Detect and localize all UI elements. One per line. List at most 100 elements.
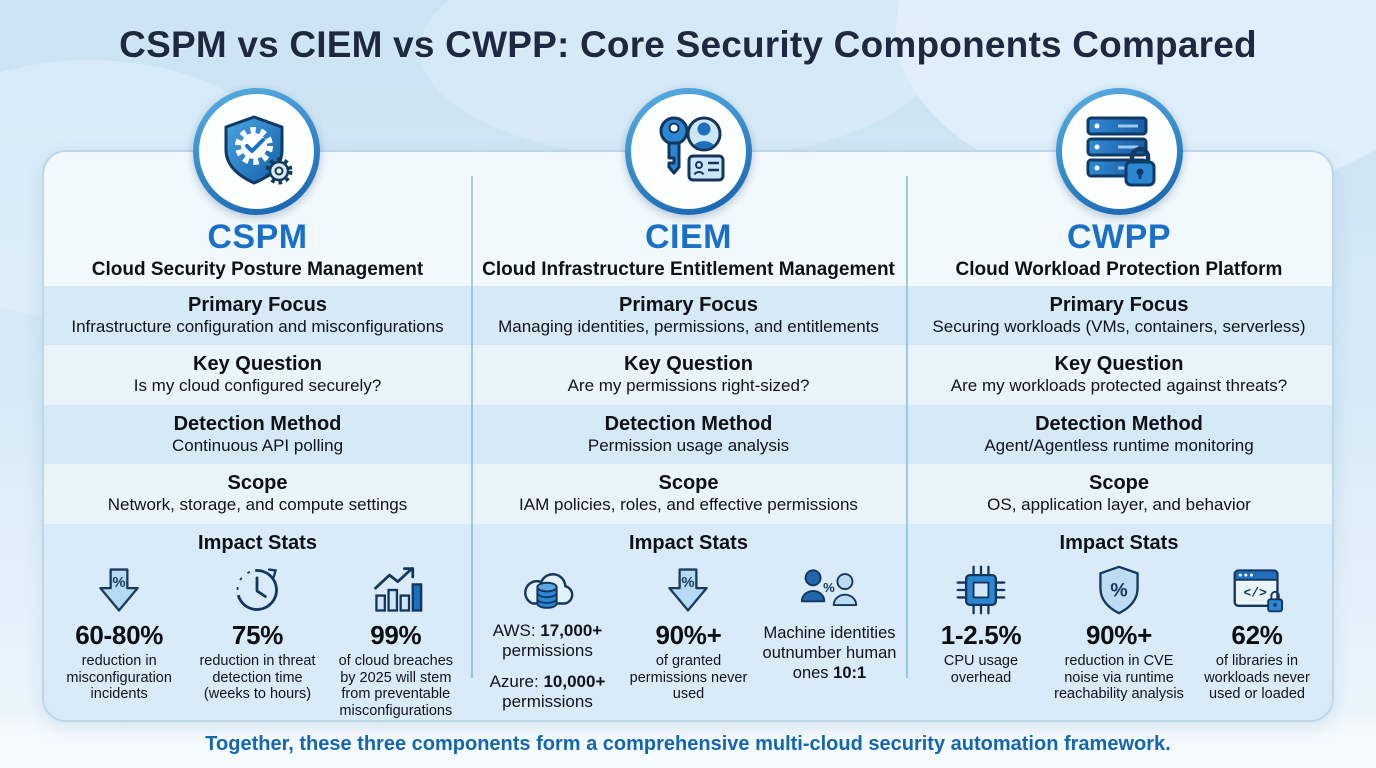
column-header-ciem: CIEM Cloud Infrastructure Entitlement Ma… xyxy=(471,152,906,286)
detection-method-ciem: Detection Method Permission usage analys… xyxy=(471,405,906,464)
cwpp-acronym: CWPP xyxy=(1067,218,1171,256)
permissions-unit: permissions xyxy=(502,691,593,711)
stat-caption: CPU usage overhead xyxy=(943,652,1019,686)
stats-row: AWS: 17,000+ permissions Azure: 10,000+ … xyxy=(471,555,906,713)
impact-stats-cspm: Impact Stats % 60-80% reduction in misco… xyxy=(44,524,471,720)
comparison-card: CSPM Cloud Security Posture Management C… xyxy=(42,150,1334,722)
row-value: Network, storage, and compute settings xyxy=(107,495,408,515)
row-value: IAM policies, roles, and effective permi… xyxy=(519,495,858,515)
impact-stats-ciem: Impact Stats AWS: 17,000+ permissions xyxy=(471,524,906,720)
permissions-number: 10,000+ xyxy=(543,671,606,691)
ciem-acronym: CIEM xyxy=(645,218,732,256)
row-value: Managing identities, permissions, and en… xyxy=(498,316,879,336)
cspm-full-name: Cloud Security Posture Management xyxy=(91,258,424,280)
cwpp-full-name: Cloud Workload Protection Platform xyxy=(955,258,1283,280)
row-value: Are my workloads protected against threa… xyxy=(950,376,1288,396)
stat-unused-libraries: </> 62% of libraries in workloads never … xyxy=(1189,561,1326,703)
stat-caption: reduction in CVE noise via runtime reach… xyxy=(1054,652,1184,703)
permissions-unit: permissions xyxy=(502,641,593,661)
svg-text:%: % xyxy=(682,575,695,591)
stat-machine-identities: % Machine identities outnumber human one… xyxy=(760,561,900,683)
shield-percent-icon: % xyxy=(1053,561,1186,619)
stat-cpu-overhead: 1-2.5% CPU usage overhead xyxy=(913,561,1050,687)
row-scope: Scope Network, storage, and compute sett… xyxy=(44,464,1332,524)
stat-value: 62% xyxy=(1231,619,1283,650)
arrow-down-percent-icon: % xyxy=(53,561,186,619)
row-label: Key Question xyxy=(624,353,753,376)
shield-gear-icon xyxy=(199,94,314,209)
caption-ratio: 10:1 xyxy=(833,664,867,683)
cspm-acronym: CSPM xyxy=(207,218,308,256)
svg-text:%: % xyxy=(1110,579,1127,601)
row-label: Primary Focus xyxy=(188,293,327,316)
code-window-lock-icon: </> xyxy=(1191,561,1324,619)
column-header-cspm: CSPM Cloud Security Posture Management xyxy=(44,152,471,286)
stat-threat-detection-time: 75% reduction in threat detection time (… xyxy=(189,561,326,703)
stat-caption: reduction in threat detection time (week… xyxy=(199,652,316,703)
key-question-ciem: Key Question Are my permissions right-si… xyxy=(471,345,906,404)
stat-cloud-breaches: 99% of cloud breaches by 2025 will stem … xyxy=(327,561,464,720)
svg-text:%: % xyxy=(113,575,126,591)
stat-value: 60-80% xyxy=(75,619,164,650)
cpu-chip-icon xyxy=(915,561,1048,619)
row-primary-focus: Primary Focus Infrastructure configurati… xyxy=(44,285,1332,346)
footer-summary: Together, these three components form a … xyxy=(205,733,1171,755)
row-label: Primary Focus xyxy=(619,293,758,316)
stat-caption: of libraries in workloads never used or … xyxy=(1204,652,1310,703)
detection-method-cspm: Detection Method Continuous API polling xyxy=(44,405,471,464)
page-title: CSPM vs CIEM vs CWPP: Core Security Comp… xyxy=(119,24,1257,65)
row-value: Infrastructure configuration and misconf… xyxy=(71,316,444,336)
stat-cve-noise: % 90%+ reduction in CVE noise via runtim… xyxy=(1051,561,1188,703)
stat-value: 99% xyxy=(370,619,422,650)
server-lock-icon xyxy=(1062,94,1177,209)
stat-granted-permissions: % 90%+ of granted permissions never used xyxy=(619,561,759,703)
azure-permissions-line: Azure: 10,000+ permissions xyxy=(480,672,616,713)
stat-caption: reduction in misconfiguration incidents xyxy=(66,652,172,703)
row-detection-method: Detection Method Continuous API polling … xyxy=(44,404,1332,465)
stat-misconfig-reduction: % 60-80% reduction in misconfiguration i… xyxy=(51,561,188,703)
bar-chart-up-icon xyxy=(329,561,462,619)
detection-method-cwpp: Detection Method Agent/Agentless runtime… xyxy=(906,405,1332,464)
scope-cwpp: Scope OS, application layer, and behavio… xyxy=(906,464,1332,523)
stat-value: 1-2.5% xyxy=(940,619,1022,650)
row-value: Continuous API polling xyxy=(171,435,344,455)
arrow-down-percent-icon: % xyxy=(621,561,757,619)
ciem-badge xyxy=(625,88,752,215)
stat-value: 90%+ xyxy=(1085,619,1152,650)
stat-value: 90%+ xyxy=(655,619,722,650)
stats-row: % 60-80% reduction in misconfiguration i… xyxy=(44,555,471,720)
primary-focus-cspm: Primary Focus Infrastructure configurati… xyxy=(44,286,471,345)
row-value: Securing workloads (VMs, containers, ser… xyxy=(932,316,1306,336)
stat-value: 75% xyxy=(231,619,284,650)
column-divider xyxy=(906,176,908,678)
clock-icon xyxy=(191,561,324,619)
permissions-number: 17,000+ xyxy=(540,620,603,640)
impact-stats-cwpp: Impact Stats xyxy=(906,524,1332,720)
svg-text:</>: </> xyxy=(1243,585,1267,600)
primary-focus-ciem: Primary Focus Managing identities, permi… xyxy=(471,286,906,345)
stats-row: 1-2.5% CPU usage overhead % 90%+ reducti… xyxy=(906,555,1332,703)
cspm-badge xyxy=(193,88,320,215)
provider-label: Azure: xyxy=(489,671,544,691)
stat-caption: of granted permissions never used xyxy=(629,652,748,703)
ciem-full-name: Cloud Infrastructure Entitlement Managem… xyxy=(482,258,895,280)
aws-permissions-line: AWS: 17,000+ permissions xyxy=(480,621,616,662)
caption-text: Machine identities outnumber human ones xyxy=(762,623,897,683)
row-key-question: Key Question Is my cloud configured secu… xyxy=(44,345,1332,405)
stat-caption: of cloud breaches by 2025 will stem from… xyxy=(338,652,454,720)
column-divider xyxy=(471,176,473,678)
row-value: Are my permissions right-sized? xyxy=(567,376,810,396)
scope-ciem: Scope IAM policies, roles, and effective… xyxy=(471,464,906,523)
svg-text:%: % xyxy=(824,580,836,595)
column-header-cwpp: CWPP Cloud Workload Protection Platform xyxy=(906,152,1332,286)
row-value: Is my cloud configured securely? xyxy=(133,376,382,396)
key-question-cwpp: Key Question Are my workloads protected … xyxy=(906,345,1332,404)
row-label: Detection Method xyxy=(604,412,773,435)
row-label: Scope xyxy=(1088,472,1150,495)
row-label: Scope xyxy=(227,472,288,495)
row-label: Detection Method xyxy=(173,412,342,435)
row-label: Scope xyxy=(658,472,719,495)
key-identity-icon xyxy=(631,94,746,209)
row-label: Key Question xyxy=(1054,353,1184,376)
stat-permissions-count: AWS: 17,000+ permissions Azure: 10,000+ … xyxy=(478,561,618,713)
